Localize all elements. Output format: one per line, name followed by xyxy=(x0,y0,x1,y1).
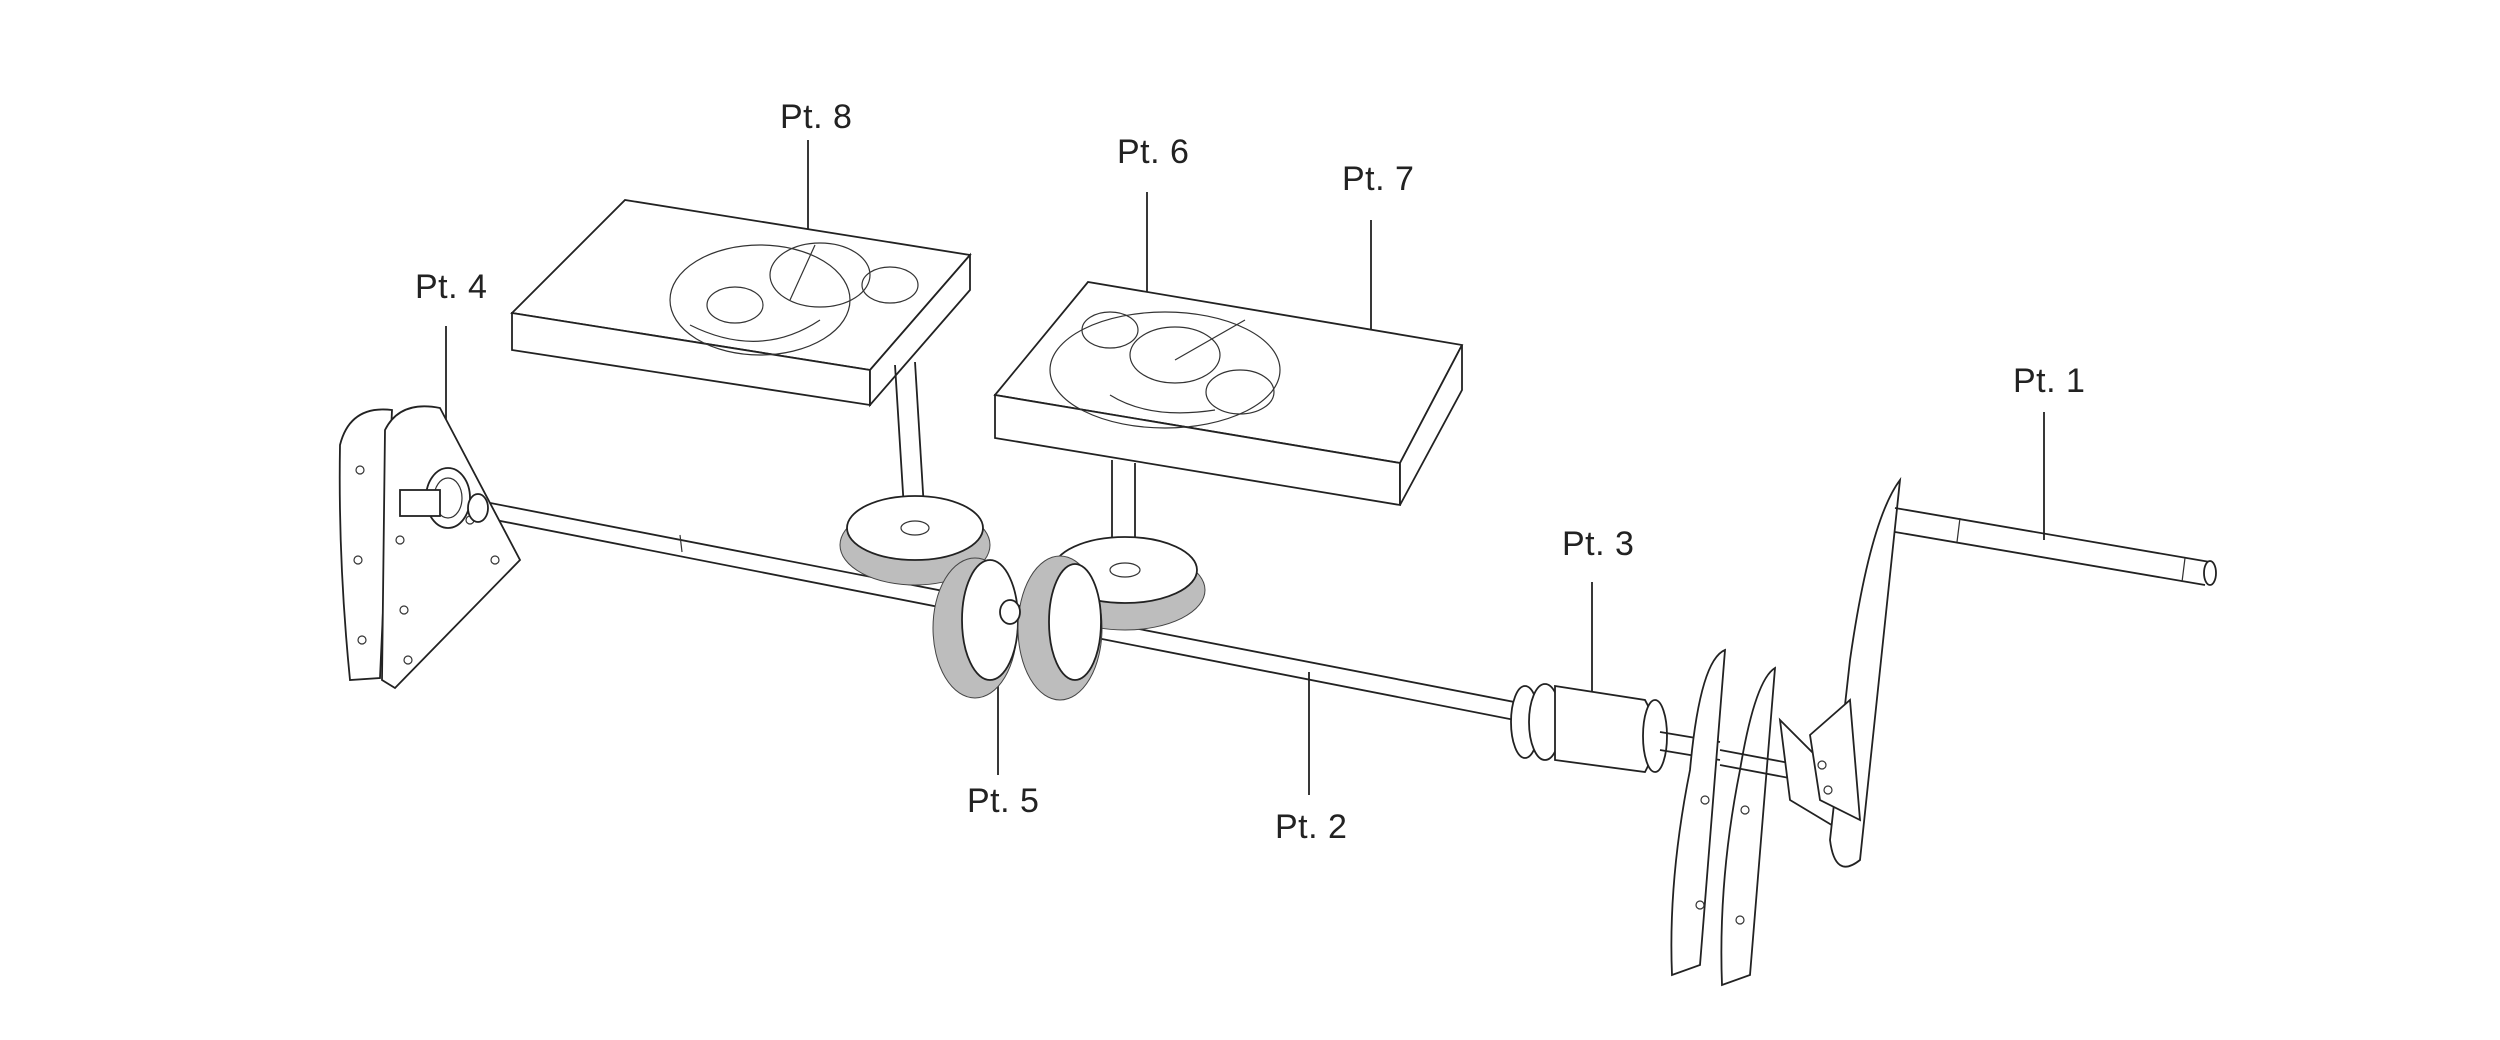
label-pt7: Pt. 7 xyxy=(1342,160,1415,198)
label-pt3: Pt. 3 xyxy=(1562,525,1635,563)
label-pt1: Pt. 1 xyxy=(2013,362,2086,400)
shaft-bevel-gears xyxy=(932,555,1103,701)
label-pt8: Pt. 8 xyxy=(780,98,853,136)
label-pt6: Pt. 6 xyxy=(1117,133,1190,171)
left-bracket xyxy=(338,405,522,690)
coupling xyxy=(1510,683,1721,773)
label-pt4: Pt. 4 xyxy=(415,268,488,306)
upper-left-gearbox xyxy=(510,199,991,586)
label-pt2: Pt. 2 xyxy=(1275,808,1348,846)
right-brackets xyxy=(1670,648,1801,987)
crank-assembly xyxy=(1778,476,2217,868)
label-pt5: Pt. 5 xyxy=(967,782,1040,820)
